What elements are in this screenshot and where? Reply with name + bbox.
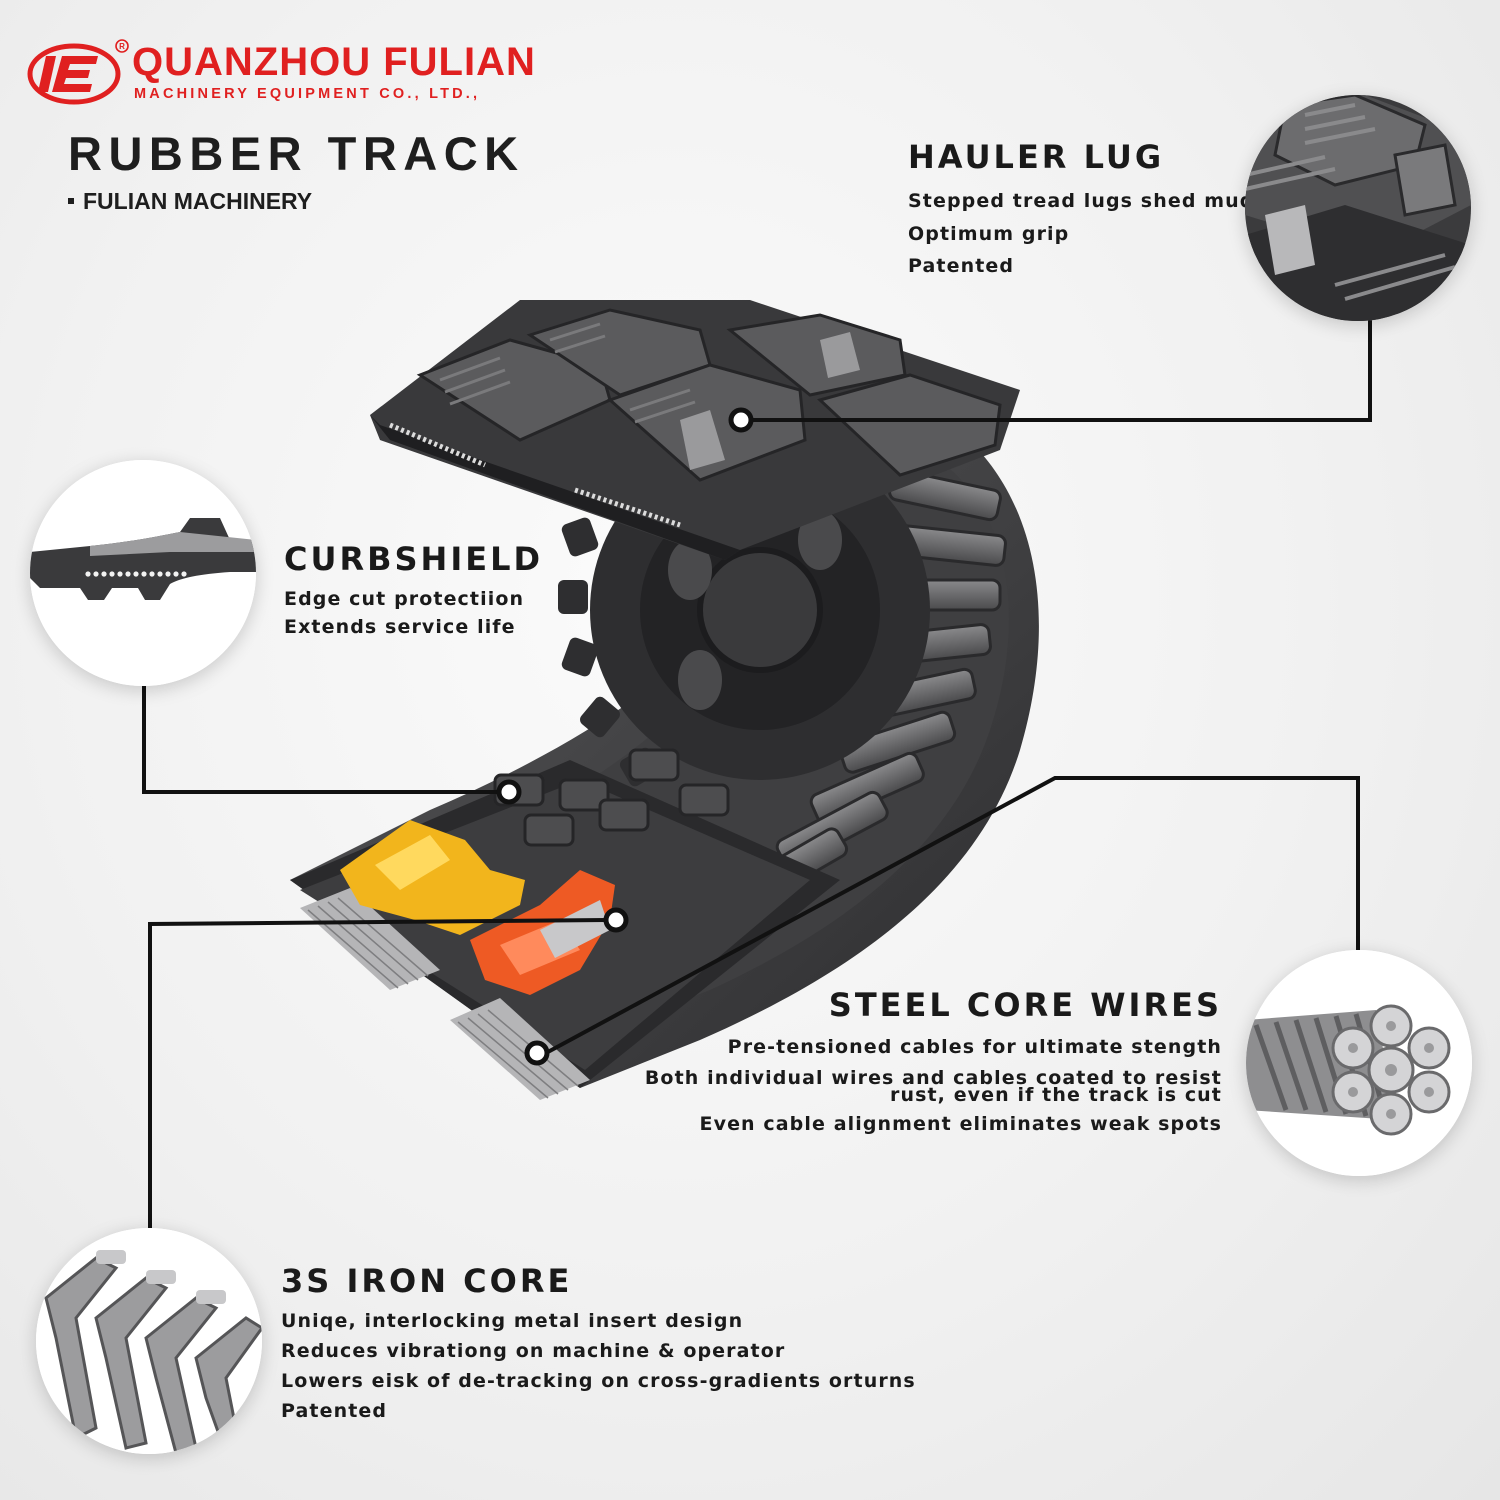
hauler-lug-title: HAULER LUG xyxy=(908,138,1165,176)
curbshield-line-1: Edge cut protectiion xyxy=(284,588,525,610)
iron-core-block: 3S IRON CORE Uniqe, interlocking metal i… xyxy=(281,1262,916,1422)
curbshield-block: CURBSHIELD Edge cut protectiion Extends … xyxy=(284,540,543,638)
hauler-lug-block: HAULER LUG Stepped tread lugs shed mud O… xyxy=(908,138,1254,277)
iron-core-line-2: Reduces vibrationg on machine & operator xyxy=(281,1340,786,1362)
iron-core-title: 3S IRON CORE xyxy=(281,1262,573,1300)
hauler-lug-line-1: Stepped tread lugs shed mud xyxy=(908,190,1255,212)
steel-core-line-2: Both individual wires and cables coated … xyxy=(644,1067,1222,1089)
curbshield-closeup xyxy=(30,460,256,686)
wire-rope-cross-section-icon xyxy=(1246,950,1472,1176)
steel-core-block: STEEL CORE WIRES Pre-tensioned cables fo… xyxy=(645,986,1222,1135)
curbshield-line-2: Extends service life xyxy=(284,616,516,638)
steel-core-line-1: Pre-tensioned cables for ultimate stengt… xyxy=(727,1036,1222,1058)
iron-core-closeup xyxy=(36,1228,262,1454)
steel-core-line-3: rust, even if the track is cut xyxy=(889,1084,1222,1106)
bullet-icon xyxy=(68,197,74,204)
iron-core-line-1: Uniqe, interlocking metal insert design xyxy=(281,1310,744,1332)
steel-core-line-4: Even cable alignment eliminates weak spo… xyxy=(699,1113,1222,1135)
company-logo-icon: R xyxy=(26,38,130,106)
iron-core-line-4: Patented xyxy=(281,1400,388,1422)
curbshield-profile-icon xyxy=(30,460,256,686)
curbshield-title: CURBSHIELD xyxy=(284,540,544,578)
page-subtitle: FULIAN MACHINERY xyxy=(68,188,312,215)
page-subtitle-text: FULIAN MACHINERY xyxy=(83,188,313,214)
hauler-lug-line-3: Patented xyxy=(908,255,1015,277)
tread-lug-closeup-icon xyxy=(1245,95,1471,321)
hauler-lug-closeup xyxy=(1245,95,1471,321)
steel-core-closeup xyxy=(1246,950,1472,1176)
page-title: RUBBER TRACK xyxy=(68,127,525,180)
brand-subtitle: MACHINERY EQUIPMENT CO., LTD., xyxy=(134,86,481,102)
brand-name: QUANZHOU FULIAN xyxy=(132,40,536,84)
steel-core-title: STEEL CORE WIRES xyxy=(828,986,1222,1024)
interlocking-iron-core-icon xyxy=(36,1228,262,1454)
iron-core-line-3: Lowers eisk of de-tracking on cross-grad… xyxy=(281,1370,916,1392)
hauler-lug-line-2: Optimum grip xyxy=(908,223,1070,245)
svg-text:R: R xyxy=(119,42,125,51)
